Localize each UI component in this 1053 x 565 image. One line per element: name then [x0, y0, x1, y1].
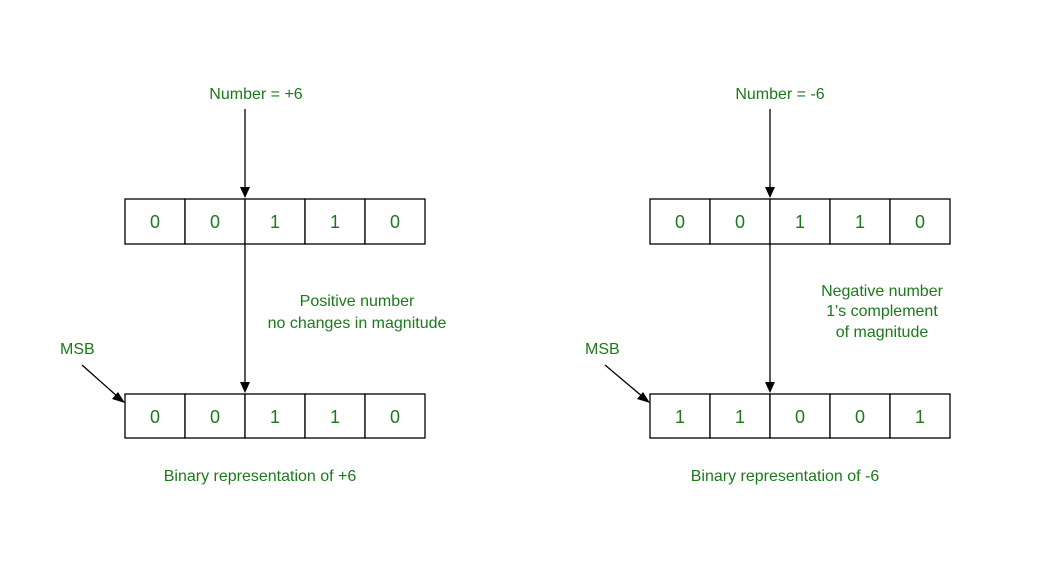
right-top-cell-2 — [769, 198, 831, 245]
right-number-label: Number = -6 — [735, 86, 824, 103]
left-top-bit-2: 1 — [270, 212, 280, 232]
left-msb-label: MSB — [60, 341, 95, 358]
left-top-register: 0 0 1 1 0 — [124, 198, 426, 245]
right-bottom-bit-2: 0 — [795, 407, 805, 427]
left-caption: Binary representation of +6 — [164, 468, 357, 485]
left-input-arrow-head — [240, 187, 250, 198]
left-note-line-0: Positive number — [300, 293, 415, 310]
right-bottom-bit-3: 0 — [855, 407, 865, 427]
left-top-bit-0: 0 — [150, 212, 160, 232]
left-bottom-cell-1 — [184, 393, 246, 439]
left-top-cell-4 — [364, 198, 426, 245]
left-bottom-bit-2: 1 — [270, 407, 280, 427]
left-bottom-bit-3: 1 — [330, 407, 340, 427]
left-top-cell-1 — [184, 198, 246, 245]
right-bottom-bit-0: 1 — [675, 407, 685, 427]
left-bottom-bit-1: 0 — [210, 407, 220, 427]
right-top-cell-1 — [709, 198, 771, 245]
right-top-register: 0 0 1 1 0 — [649, 198, 951, 245]
left-transform-arrow-head — [240, 382, 250, 393]
right-top-bit-4: 0 — [915, 212, 925, 232]
left-bottom-register: 0 0 1 1 0 — [124, 393, 426, 439]
right-note-line-1: 1's complement — [826, 303, 938, 320]
right-top-cell-4 — [889, 198, 951, 245]
right-bottom-cell-0 — [649, 393, 711, 439]
right-bottom-cell-3 — [829, 393, 891, 439]
right-bottom-cell-2 — [769, 393, 831, 439]
left-bottom-bit-4: 0 — [390, 407, 400, 427]
left-bottom-cell-4 — [364, 393, 426, 439]
right-bottom-register: 1 1 0 0 1 — [649, 393, 951, 439]
right-note-line-0: Negative number — [821, 283, 944, 300]
left-panel: Number = +6 0 0 1 1 0 Positive number no… — [60, 86, 447, 485]
right-bottom-bit-4: 1 — [915, 407, 925, 427]
left-top-bit-4: 0 — [390, 212, 400, 232]
left-note-line-1: no changes in magnitude — [268, 315, 447, 332]
right-bottom-cell-1 — [709, 393, 771, 439]
left-bottom-cell-0 — [124, 393, 186, 439]
right-top-bit-1: 0 — [735, 212, 745, 232]
right-panel: Number = -6 0 0 1 1 0 Negative number 1'… — [585, 86, 951, 485]
right-top-bit-0: 0 — [675, 212, 685, 232]
right-note-line-2: of magnitude — [836, 324, 929, 341]
left-msb-arrow-head — [112, 392, 125, 403]
right-msb-arrow-line — [604, 364, 644, 398]
right-bottom-bit-1: 1 — [735, 407, 745, 427]
right-msb-arrow-head — [637, 392, 650, 403]
left-bottom-bit-0: 0 — [150, 407, 160, 427]
left-number-label: Number = +6 — [209, 86, 302, 103]
right-top-cell-3 — [829, 198, 891, 245]
left-msb-arrow-line — [81, 364, 119, 398]
right-top-bit-2: 1 — [795, 212, 805, 232]
right-transform-arrow-head — [765, 382, 775, 393]
right-input-arrow-head — [765, 187, 775, 198]
left-top-bit-1: 0 — [210, 212, 220, 232]
left-top-bit-3: 1 — [330, 212, 340, 232]
right-bottom-cell-4 — [889, 393, 951, 439]
right-msb-label: MSB — [585, 341, 620, 358]
right-top-bit-3: 1 — [855, 212, 865, 232]
right-caption: Binary representation of -6 — [691, 468, 880, 485]
left-top-cell-2 — [244, 198, 306, 245]
